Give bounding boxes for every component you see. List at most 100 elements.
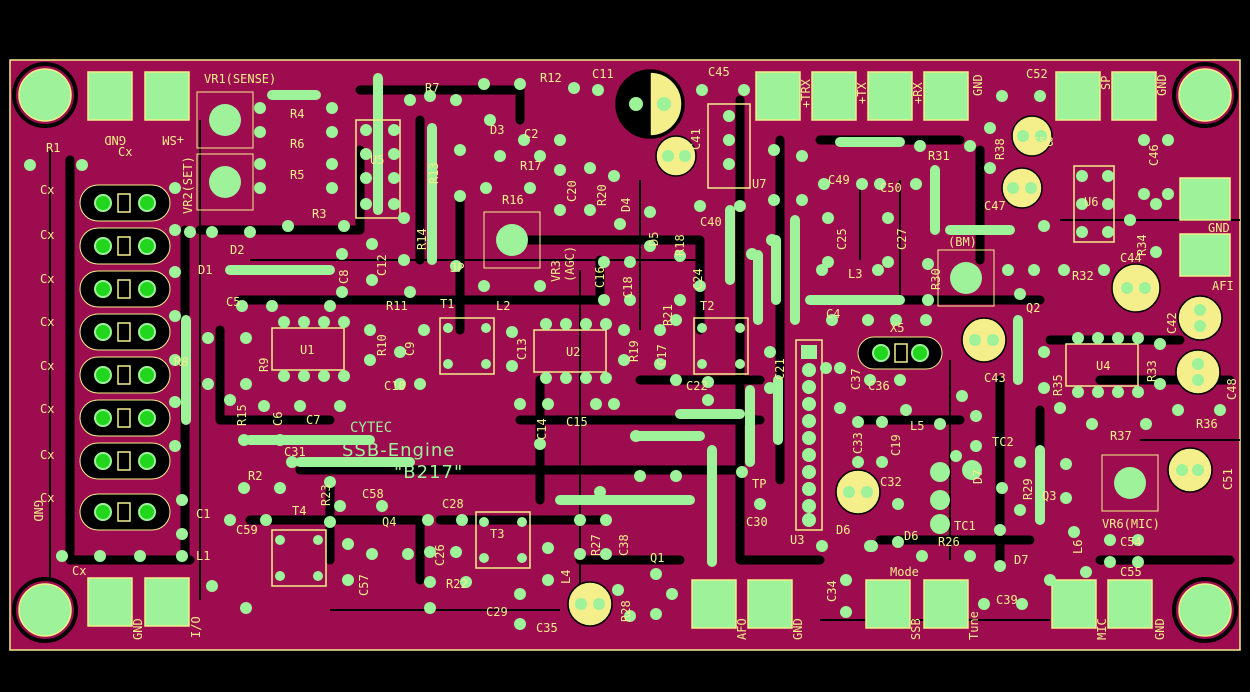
svg-text:VR6(MIC): VR6(MIC): [1102, 517, 1160, 531]
svg-text:R23: R23: [319, 484, 333, 506]
svg-text:R19: R19: [627, 340, 641, 362]
connector-label-gnd-sp: GND: [1155, 74, 1169, 96]
svg-text:T4: T4: [292, 504, 306, 518]
svg-text:R20: R20: [595, 184, 609, 206]
svg-text:R3: R3: [312, 207, 326, 221]
svg-text:C54: C54: [1120, 535, 1142, 549]
trimmer-pots: [196, 91, 1159, 512]
svg-text:U2: U2: [566, 345, 580, 359]
svg-text:VR1(SENSE): VR1(SENSE): [204, 72, 276, 86]
svg-text:C47: C47: [984, 199, 1006, 213]
svg-text:L5: L5: [910, 419, 924, 433]
svg-text:D6: D6: [904, 529, 918, 543]
svg-text:C59: C59: [236, 523, 258, 537]
svg-text:C16: C16: [593, 266, 607, 288]
svg-text:(BM): (BM): [948, 235, 977, 249]
svg-text:R35: R35: [1051, 374, 1065, 396]
svg-text:C15: C15: [566, 415, 588, 429]
svg-text:R12: R12: [540, 71, 562, 85]
svg-text:L4: L4: [559, 570, 573, 584]
svg-text:D6: D6: [836, 523, 850, 537]
svg-text:R4: R4: [290, 107, 304, 121]
svg-text:C9: C9: [403, 342, 417, 356]
svg-text:R27: R27: [589, 534, 603, 556]
svg-text:R28: R28: [619, 600, 633, 622]
svg-text:C31: C31: [284, 445, 306, 459]
svg-text:C6: C6: [271, 412, 285, 426]
crystal-filter-bank: [79, 184, 171, 531]
svg-text:C2: C2: [524, 127, 538, 141]
svg-text:R38: R38: [993, 138, 1007, 160]
svg-text:T3: T3: [490, 527, 504, 541]
svg-text:Cx: Cx: [40, 402, 54, 416]
svg-text:C25: C25: [835, 228, 849, 250]
svg-text:C1: C1: [196, 507, 210, 521]
svg-text:D3: D3: [490, 123, 504, 137]
svg-text:Q4: Q4: [382, 515, 396, 529]
svg-text:C37: C37: [849, 368, 863, 390]
svg-text:R37: R37: [1110, 429, 1132, 443]
svg-text:AFI: AFI: [1212, 279, 1234, 293]
svg-text:T1: T1: [440, 297, 454, 311]
connector-label-gnd-io: GND: [131, 618, 145, 640]
svg-text:R18: R18: [673, 234, 687, 256]
svg-text:R33: R33: [1145, 360, 1159, 382]
svg-text:Mode: Mode: [890, 565, 919, 579]
copper-traces: [65, 85, 1235, 585]
svg-text:L1: L1: [196, 549, 210, 563]
svg-text:C53: C53: [1032, 135, 1054, 149]
svg-text:U4: U4: [1096, 359, 1110, 373]
svg-text:R29: R29: [1021, 478, 1035, 500]
svg-text:X5: X5: [890, 321, 904, 335]
svg-text:C41: C41: [689, 128, 703, 150]
svg-text:C10: C10: [384, 379, 406, 393]
svg-text:R6: R6: [290, 137, 304, 151]
svg-text:R15: R15: [235, 404, 249, 426]
svg-text:C42: C42: [1165, 312, 1179, 334]
svg-text:C14: C14: [535, 418, 549, 440]
svg-text:R11: R11: [386, 299, 408, 313]
svg-text:Cx: Cx: [118, 145, 132, 159]
svg-text:D7: D7: [1014, 553, 1028, 567]
svg-text:TP: TP: [752, 477, 766, 491]
svg-text:L2: L2: [496, 299, 510, 313]
svg-text:L3: L3: [848, 267, 862, 281]
svg-text:D1: D1: [198, 263, 212, 277]
svg-text:C19: C19: [889, 434, 903, 456]
svg-text:C20: C20: [565, 180, 579, 202]
svg-text:R13: R13: [427, 162, 441, 184]
svg-text:Cx: Cx: [40, 183, 54, 197]
svg-text:C30: C30: [746, 515, 768, 529]
mounting-holes: [18, 68, 1232, 637]
svg-text:T2: T2: [700, 299, 714, 313]
svg-text:Cx: Cx: [72, 564, 86, 578]
svg-text:C33: C33: [851, 432, 865, 454]
transformers: [271, 317, 749, 587]
connector-label-ssb: SSB: [909, 618, 923, 640]
svg-text:R17: R17: [520, 159, 542, 173]
svg-text:R34: R34: [1135, 234, 1149, 256]
svg-text:L6: L6: [1071, 540, 1085, 554]
svg-text:C28: C28: [442, 497, 464, 511]
svg-text:R7: R7: [425, 81, 439, 95]
connector-label-io: I/O: [189, 616, 203, 638]
svg-text:C13: C13: [515, 338, 529, 360]
connector-label-gnd-left: GND: [31, 500, 45, 522]
svg-text:R30: R30: [929, 268, 943, 290]
svg-text:C43: C43: [984, 371, 1006, 385]
svg-text:C5: C5: [226, 295, 240, 309]
svg-text:R14: R14: [415, 228, 429, 250]
connector-pads: [87, 71, 1231, 629]
svg-text:Cx: Cx: [40, 272, 54, 286]
connector-label-trx: +TRX: [799, 78, 813, 108]
svg-text:C52: C52: [1026, 67, 1048, 81]
svg-text:GND: GND: [1208, 221, 1230, 235]
svg-text:C27: C27: [895, 228, 909, 250]
connector-label-gnd-1: GND: [104, 133, 126, 147]
svg-text:TC1: TC1: [954, 519, 976, 533]
header-u3: [795, 339, 823, 531]
svg-text:Cx: Cx: [40, 359, 54, 373]
svg-text:Cx: Cx: [40, 448, 54, 462]
svg-text:C58: C58: [362, 487, 384, 501]
